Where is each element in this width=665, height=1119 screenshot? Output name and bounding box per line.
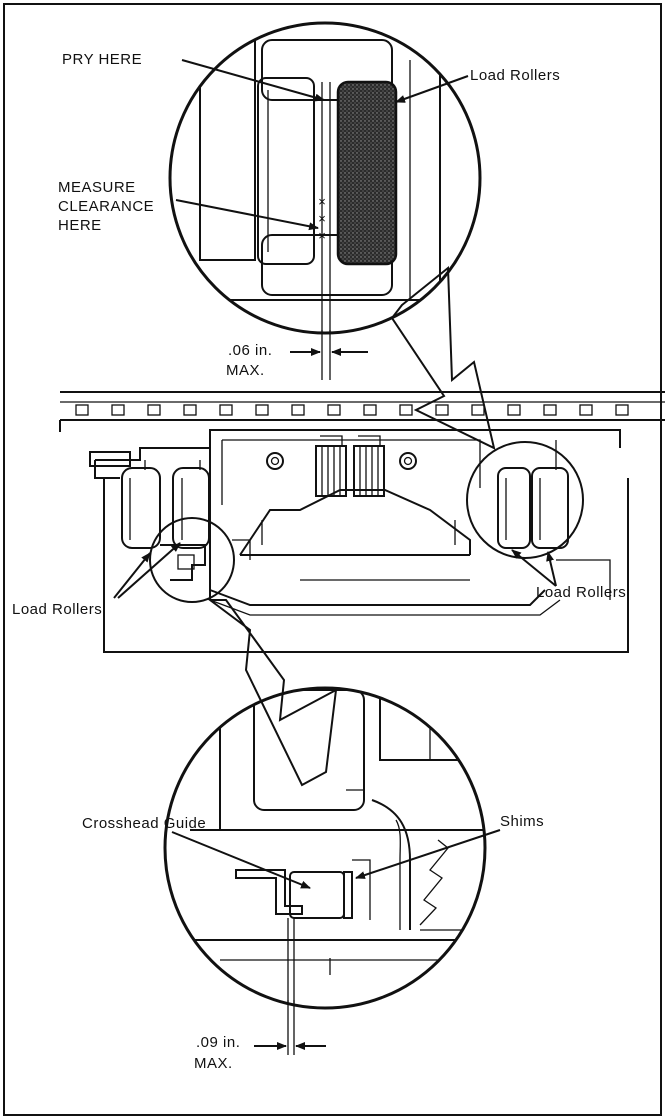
label-clearance-top-value: .06 in. — [228, 342, 272, 359]
measure-clearance-leader — [175, 199, 319, 231]
label-crosshead-guide: Crosshead Guide — [82, 815, 206, 832]
load-rollers-left-leader-b — [117, 542, 181, 599]
right-detail-circle — [466, 441, 584, 559]
label-measure-line3: HERE — [58, 217, 102, 234]
figure-border — [3, 3, 662, 1116]
bolt-right — [399, 452, 417, 470]
top-detail-view: × × × — [168, 21, 482, 380]
label-measure-line1: MEASURE — [58, 179, 136, 196]
load-rollers-right-leader-b — [546, 551, 557, 587]
pry-here-leader — [181, 59, 325, 102]
crosshead-guide-leader — [171, 831, 311, 889]
measure-mark: × — [318, 211, 326, 226]
bottom-detail-view — [163, 686, 501, 1055]
measure-mark: × — [318, 194, 326, 209]
load-rollers-right-leader-a — [511, 549, 557, 587]
top-detail-circle — [168, 21, 482, 335]
load-rollers-left-leader-a — [113, 552, 151, 599]
label-shims: Shims — [500, 813, 544, 830]
bolt-left — [266, 452, 284, 470]
label-clearance-bottom-max: MAX. — [194, 1055, 233, 1072]
zoom-arrow-down — [207, 599, 338, 787]
label-clearance-top-max: MAX. — [226, 362, 265, 379]
label-load-rollers-left: Load Rollers — [12, 601, 102, 618]
label-clearance-bottom-value: .09 in. — [196, 1034, 240, 1051]
rail-teeth — [75, 404, 629, 416]
measure-mark: × — [318, 228, 326, 243]
label-pry-here: PRY HERE — [62, 51, 142, 68]
zoom-arrow-right — [390, 265, 496, 450]
shims-leader — [355, 829, 501, 879]
bottom-detail-circle — [163, 686, 487, 1010]
main-assembly-view — [59, 391, 665, 653]
load-rollers-top-leader — [395, 75, 469, 103]
label-load-rollers-right: Load Rollers — [536, 584, 626, 601]
left-detail-circle — [149, 517, 235, 603]
label-load-rollers-top: Load Rollers — [470, 67, 560, 84]
label-measure-line2: CLEARANCE — [58, 198, 154, 215]
